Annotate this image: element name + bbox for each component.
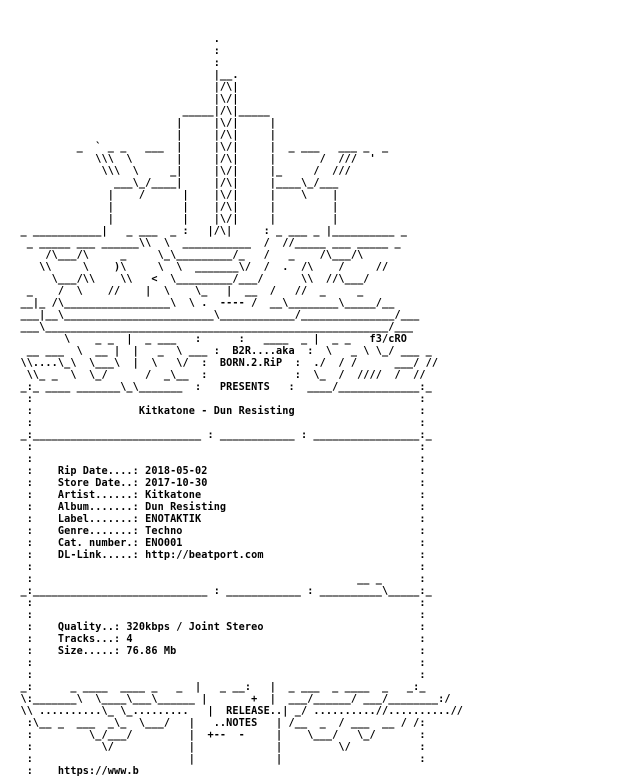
- nfo-line: _ / \ // | \ \_ | __ / // _ _: [8, 286, 364, 297]
- nfo-line: .: [8, 34, 220, 45]
- nfo-line: : | | :: [8, 754, 426, 765]
- nfo-line: | | |/\| | |: [8, 202, 339, 213]
- nfo-line: | |/\| |: [8, 130, 277, 141]
- nfo-line: | | |\/| | |: [8, 214, 339, 225]
- nfo-line: \:_______\ \____\___\______ | + | ___/__…: [8, 694, 451, 705]
- nfo-line: |\/|: [8, 94, 239, 105]
- nfo-line: \\\ \ _| |\/| |_ / ///: [8, 166, 351, 177]
- nfo-line: : Genre.......: Techno :: [8, 526, 426, 537]
- nfo-line: \___/\\ \\ < \_________/___/ \\ //\___/: [8, 274, 370, 285]
- nfo-line: \\\ \ | |/\| | / /// ': [8, 154, 376, 165]
- nfo-line: : :: [8, 610, 426, 621]
- nfo-line: : Kitkatone - Dun Resisting :: [8, 406, 426, 417]
- nfo-line: : :: [8, 454, 426, 465]
- nfo-line: : :: [8, 562, 426, 573]
- nfo-line: : :: [8, 598, 426, 609]
- nfo-line: ___\_/____| |/\| |____\_/___: [8, 178, 339, 189]
- nfo-ascii-art-text: . : : |__. |/\| |\/|: [8, 34, 463, 778]
- nfo-line: \\_ _ \ \_/ / _\__ : : \_ / //// / //: [8, 370, 426, 381]
- nfo-line: : Store Date..: 2017-10-30 :: [8, 478, 426, 489]
- nfo-line: _: _ ____ ____ _ _ | _ __: | _ ___ _ ___…: [8, 682, 426, 693]
- nfo-line: \ _ _ | _ ___ : : ____ _ | _ _ f3/cRO: [8, 334, 407, 345]
- nfo-line: : Artist......: Kitkatone :: [8, 490, 426, 501]
- nfo-line: : Album.......: Dun Resisting :: [8, 502, 426, 513]
- nfo-line: : Quality..: 320kbps / Joint Stereo :: [8, 622, 426, 633]
- nfo-line: : Cat. number.: ENO001 :: [8, 538, 426, 549]
- nfo-line: : :: [8, 418, 426, 429]
- nfo-line: : Rip Date....: 2018-05-02 :: [8, 466, 426, 477]
- nfo-line: \\....\_\ \___\ | \ \/ : BORN.2.RiP : ./…: [8, 358, 439, 369]
- nfo-line: _ _____ ___ ______\\ \ ___________ / //_…: [8, 238, 401, 249]
- nfo-line: : :: [8, 670, 426, 681]
- nfo-line: _:___________________________ : ________…: [8, 430, 432, 441]
- nfo-line: _:_ ____ _______\_\_______ : PRESENTS : …: [8, 382, 432, 393]
- nfo-line: : :: [8, 394, 426, 405]
- nfo-line: |__.: [8, 70, 239, 81]
- nfo-line: : :: [8, 658, 426, 669]
- nfo-line: ___\____________________________________…: [8, 322, 414, 333]
- nfo-line: \\ \ )\ \ \ _______\/ / . /\ / //: [8, 262, 389, 273]
- nfo-line: /\___/\ _ \_\_________/_ / _ /\___/\: [8, 250, 364, 261]
- nfo-line: __|_ /\_________________\ \ . ---- / __\…: [8, 298, 395, 309]
- nfo-line: _ ` _ _ ___ | |\/| | _ ___ ___ _ _: [8, 142, 389, 153]
- nfo-line: : DL-Link.....: http://beatport.com :: [8, 550, 426, 561]
- nfo-line: | / | |\/| | \ |: [8, 190, 339, 201]
- nfo-line: : \_/___/ | +-- - | \___/ \_/ :: [8, 730, 426, 741]
- nfo-line: _ ___________| _ ___ _ : |/\| : _ ___ _ …: [8, 226, 407, 237]
- nfo-line: __ ___ \ __ | | _ \ ___ : B2R....aka : \…: [8, 346, 432, 357]
- nfo-line: : \/ | | \/ :: [8, 742, 426, 753]
- nfo-line: |/\|: [8, 82, 239, 93]
- nfo-line: :: [8, 58, 220, 69]
- nfo-line: ___|__\________________________\________…: [8, 310, 420, 321]
- nfo-line: : :: [8, 442, 426, 453]
- nfo-line: : Tracks...: 4 :: [8, 634, 426, 645]
- nfo-line: : __ _ :: [8, 574, 426, 585]
- nfo-line: : Label.......: ENOTAKTIK :: [8, 514, 426, 525]
- nfo-line: \\ ..........\_ \_......... | RELEASE..|…: [8, 706, 464, 717]
- nfo-line: :: [8, 46, 220, 57]
- nfo-line: _____|/\|_____: [8, 106, 270, 117]
- nfo-line: :\__ _ ___ _\_ \___/ | ..NOTES | /__ _ /…: [8, 718, 426, 729]
- nfo-line: _:____________________________ : _______…: [8, 586, 432, 597]
- nfo-line: : Size.....: 76.86 Mb :: [8, 646, 426, 657]
- nfo-line: | |\/| |: [8, 118, 277, 129]
